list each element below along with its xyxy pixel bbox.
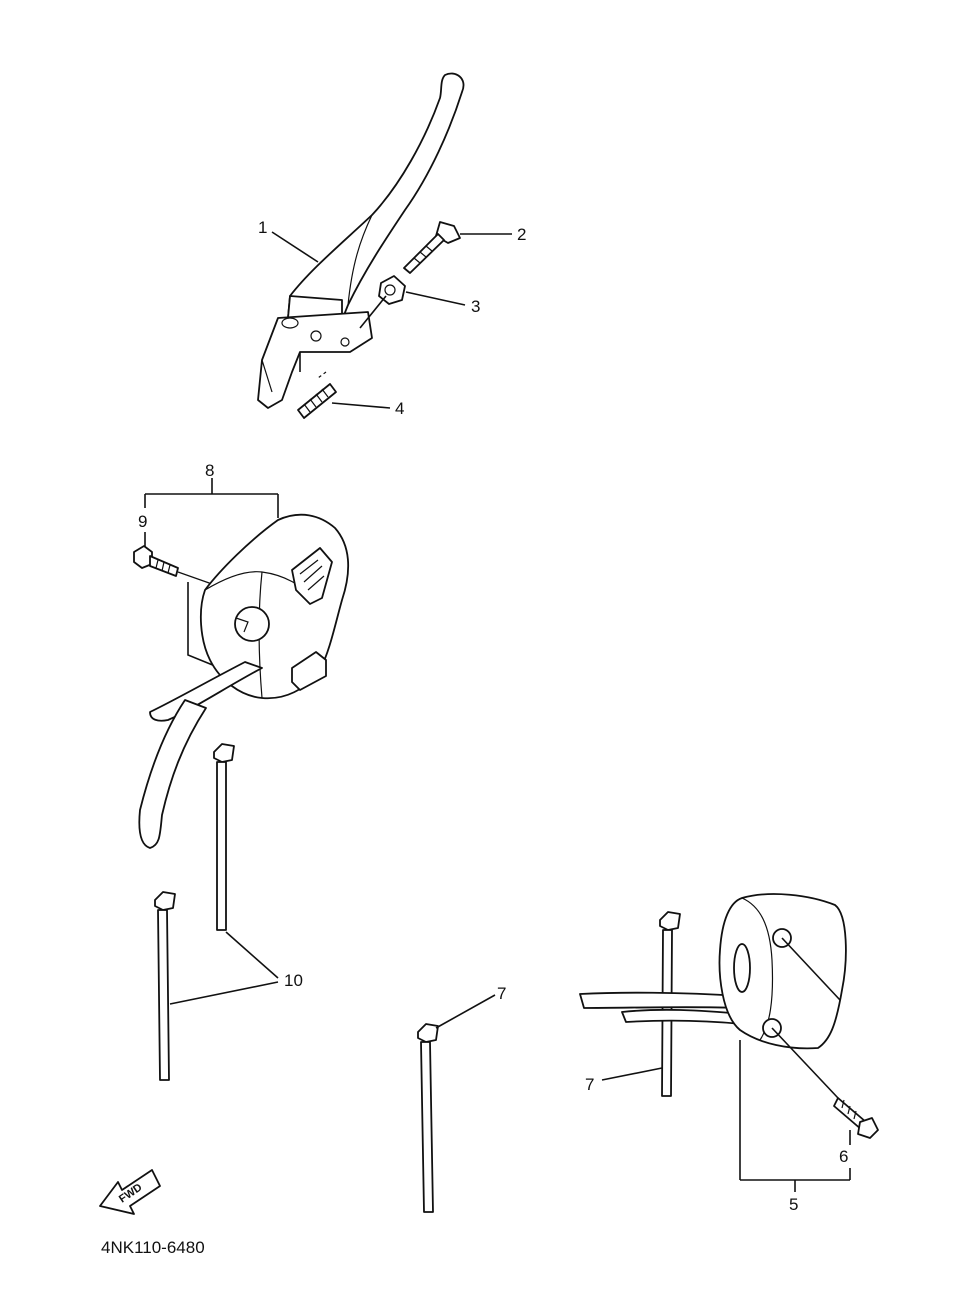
leader-4 [331, 402, 391, 409]
screw-part-6[interactable] [833, 1097, 879, 1139]
forward-arrow-icon: FWD [99, 1169, 161, 1215]
label-part-7-upper: 7 [497, 984, 506, 1003]
screw-part-9[interactable] [133, 545, 179, 577]
leaders-part-10 [169, 931, 279, 1005]
bolt-part-2[interactable] [403, 221, 461, 274]
label-part-1: 1 [258, 218, 267, 237]
dashed-guide-left [187, 582, 221, 669]
label-part-7-lower: 7 [585, 1075, 594, 1094]
label-part-4: 4 [395, 399, 404, 418]
leader-lever-pivot [359, 295, 387, 329]
spring-part-4[interactable] [297, 371, 337, 419]
leader-1 [271, 231, 319, 263]
leader-7-middle [435, 994, 496, 1029]
label-part-3: 3 [471, 297, 480, 316]
leader-7-right [601, 1067, 663, 1081]
brake-lever-part-1[interactable] [257, 72, 465, 409]
leader-3 [405, 291, 466, 306]
cable-tie-upper-part-10[interactable] [213, 743, 235, 931]
cable-tie-middle-part-7[interactable] [417, 1023, 439, 1213]
leader-screw-to-switch [177, 571, 213, 585]
bracket-part-8 [144, 478, 279, 518]
bracket-part-5 [739, 1040, 851, 1192]
label-part-2: 2 [517, 225, 526, 244]
label-part-8: 8 [205, 461, 214, 480]
label-part-10: 10 [284, 971, 303, 990]
label-part-9: 9 [138, 512, 147, 531]
label-part-6: 6 [839, 1147, 848, 1166]
leader-screw-right-upper [781, 937, 841, 1001]
switch-housing-right-part-5[interactable] [579, 893, 847, 1050]
diagram-code: 4NK110-6480 [101, 1238, 205, 1257]
cable-tie-lower-part-10[interactable] [154, 891, 176, 1081]
switch-housing-left-part-8[interactable] [138, 513, 350, 849]
leader-screw-right-lower [771, 1027, 839, 1099]
label-part-5: 5 [789, 1195, 798, 1214]
